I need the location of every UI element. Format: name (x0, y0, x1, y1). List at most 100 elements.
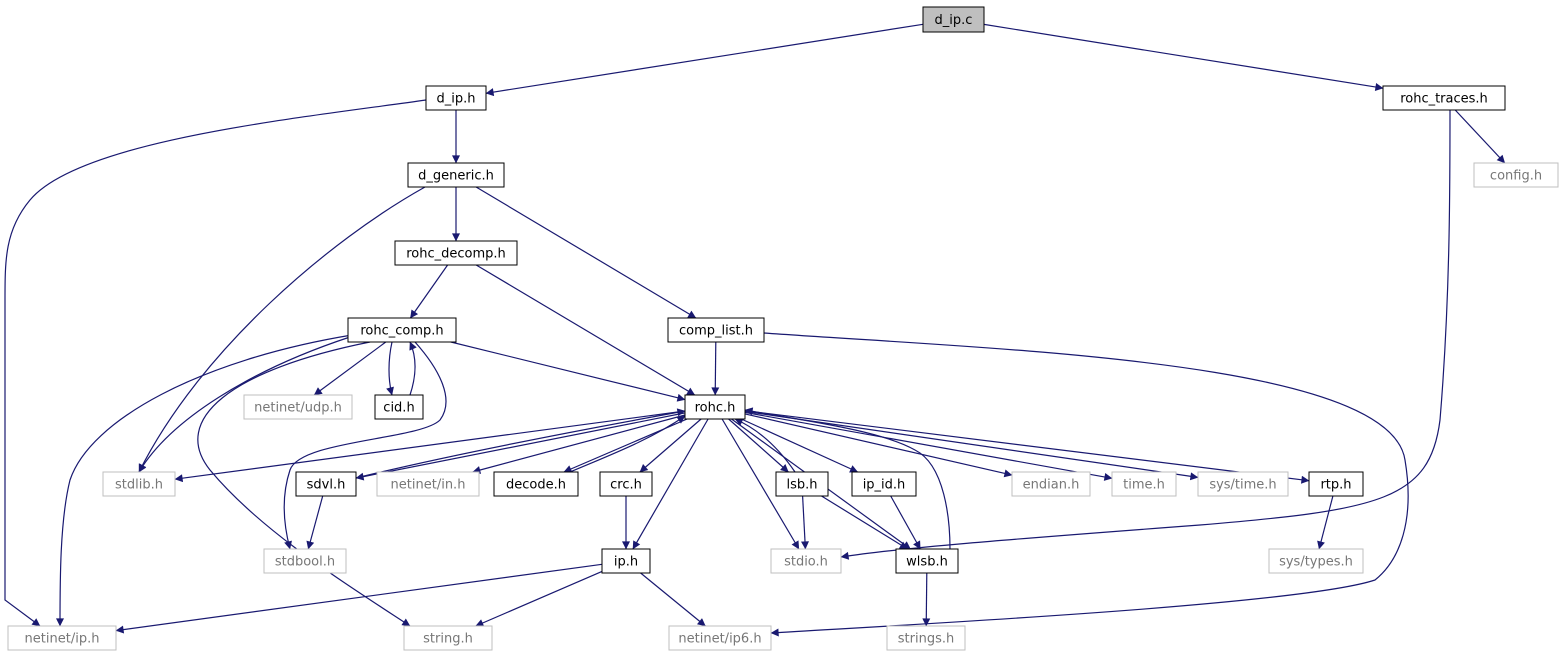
node-box (295, 471, 357, 497)
edge-rohc-decomp-h-to-rohc-h (475, 264, 696, 396)
node-time-h: time.h (1111, 471, 1177, 497)
node-netinet-ip-h: netinet/ip.h (7, 625, 117, 651)
node-label: netinet/ip6.h (678, 632, 761, 647)
edge-rohc-h-to-endian-h (744, 413, 1013, 478)
node-box (1268, 548, 1364, 574)
node-box (851, 471, 917, 497)
node-box (102, 471, 176, 497)
node-wlsb-h[interactable]: wlsb.h (895, 548, 959, 574)
node-box (668, 625, 772, 651)
edge-lsb-h-to-rohc-h (734, 418, 796, 473)
node-rtp-h[interactable]: rtp.h (1308, 471, 1364, 497)
node-box (263, 548, 347, 574)
node-lsb-h[interactable]: lsb.h (775, 471, 829, 497)
node-label: netinet/in.h (391, 478, 466, 493)
edge-wlsb-h-to-strings-h (922, 572, 931, 627)
edge-d-generic-h-to-comp-list-h (475, 186, 697, 319)
edge-rohc-h-to-time-h (744, 411, 1113, 481)
node-config-h: config.h (1473, 162, 1559, 188)
node-box (684, 394, 746, 420)
edge-rohc-traces-h-to-stdio-h (840, 109, 1451, 560)
node-rohc-decomp-h[interactable]: rohc_decomp.h (394, 240, 518, 266)
node-d-ip-h[interactable]: d_ip.h (425, 85, 487, 111)
node-endian-h: endian.h (1011, 471, 1091, 497)
edge-rohc-comp-h-to-netinet-udp-h (313, 341, 387, 396)
node-comp-list-h[interactable]: comp_list.h (667, 317, 765, 343)
node-box (770, 548, 842, 574)
edge-rohc-decomp-h-to-rohc-comp-h (409, 264, 449, 319)
edge-rohc-h-to-sdvl-h (355, 412, 686, 481)
edge-ip-id-h-to-wlsb-h (890, 495, 921, 550)
node-box (493, 471, 579, 497)
node-label: netinet/ip.h (25, 632, 100, 647)
node-d-ip-c: d_ip.c (922, 6, 985, 33)
edge-rohc-comp-h-to-cid-h (386, 341, 394, 396)
edge-rohc-h-to-lsb-h (728, 418, 789, 473)
node-box (1011, 471, 1091, 497)
node-sys-time-h: sys/time.h (1197, 471, 1289, 497)
node-box (922, 6, 985, 33)
node-label: stdio.h (784, 555, 828, 570)
edge-rohc-h-to-ip-h (632, 418, 709, 550)
edge-rohc-h-to-rtp-h (744, 410, 1310, 484)
edge-decode-h-to-rohc-h (569, 415, 686, 473)
node-label: d_ip.c (935, 13, 973, 28)
node-label: rohc_decomp.h (406, 247, 506, 262)
node-box (775, 471, 829, 497)
node-label: time.h (1123, 478, 1165, 493)
node-box (667, 317, 765, 343)
node-rohc-traces-h[interactable]: rohc_traces.h (1382, 85, 1506, 111)
node-rohc-h[interactable]: rohc.h (684, 394, 746, 420)
node-ip-h[interactable]: ip.h (601, 548, 651, 574)
node-stdbool-h: stdbool.h (263, 548, 347, 574)
edge-rtp-h-to-sys-types-h (1317, 495, 1334, 550)
edge-rohc-h-to-stdlib-h (174, 410, 686, 483)
node-box (886, 625, 966, 651)
node-label: wlsb.h (906, 555, 948, 570)
edge-rohc-h-to-netinet-in-h (472, 414, 686, 474)
node-box (601, 548, 651, 574)
edge-rohc-comp-h-to-stdbool-h (283, 341, 447, 550)
edge-ip-h-to-netinet-ip6-h (640, 572, 706, 627)
node-sys-types-h: sys/types.h (1268, 548, 1364, 574)
edge-lsb-h-to-stdio-h (801, 495, 809, 550)
node-box (394, 240, 518, 266)
edge-cid-h-to-rohc-comp-h (409, 341, 417, 396)
node-cid-h[interactable]: cid.h (374, 394, 424, 420)
node-box (425, 85, 487, 111)
edge-sdvl-h-to-rohc-h (355, 408, 686, 479)
edge-wlsb-h-to-rohc-h (744, 407, 951, 550)
node-label: decode.h (506, 478, 566, 493)
node-label: strings.h (898, 632, 954, 647)
node-rohc-comp-h[interactable]: rohc_comp.h (347, 317, 457, 343)
node-crc-h[interactable]: crc.h (599, 471, 653, 497)
edge-rohc-traces-h-to-config-h (1454, 109, 1506, 164)
edge-d-ip-h-to-netinet-ip-h (4, 99, 427, 627)
edge-comp-list-h-to-netinet-ip6-h (763, 332, 1409, 637)
node-netinet-ip6-h: netinet/ip6.h (668, 625, 772, 651)
edge-rohc-h-to-sys-time-h (744, 410, 1199, 481)
node-label: stdbool.h (275, 555, 335, 570)
node-ip-id-h[interactable]: ip_id.h (851, 471, 917, 497)
node-label: sdvl.h (307, 478, 346, 493)
node-label: ip_id.h (863, 478, 906, 493)
node-sdvl-h[interactable]: sdvl.h (295, 471, 357, 497)
node-d-generic-h[interactable]: d_generic.h (407, 162, 505, 188)
node-box (376, 471, 480, 497)
node-label: sys/time.h (1209, 478, 1276, 493)
node-box (407, 162, 505, 188)
edge-d-ip-c-to-rohc-traces-h (983, 23, 1384, 91)
node-string-h: string.h (403, 625, 493, 651)
node-box (1473, 162, 1559, 188)
edge-ip-h-to-netinet-ip-h (115, 563, 603, 634)
node-label: rohc.h (695, 401, 736, 416)
node-label: rtp.h (1320, 478, 1351, 493)
edges-layer (4, 23, 1506, 637)
nodes-layer: d_ip.c d_ip.h rohc_traces.h d_generic.h conf… (7, 6, 1559, 651)
node-decode-h[interactable]: decode.h (493, 471, 579, 497)
node-box (599, 471, 653, 497)
edge-rohc-comp-h-to-netinet-ip-h (56, 334, 353, 627)
node-box (243, 394, 353, 420)
node-label: config.h (1490, 169, 1542, 184)
node-label: string.h (423, 632, 473, 647)
